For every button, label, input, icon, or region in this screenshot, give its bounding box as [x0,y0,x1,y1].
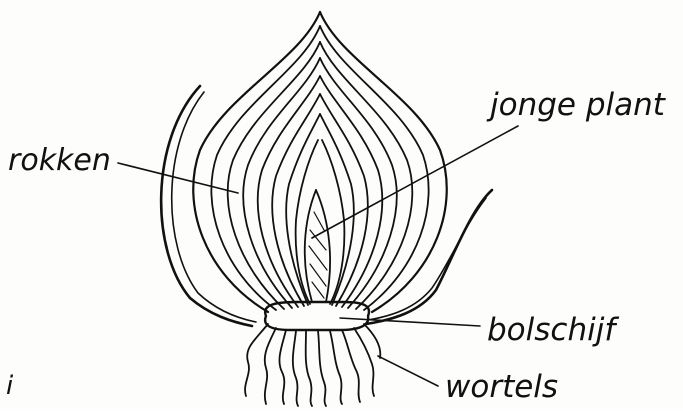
label-young-plant: jonge plant [486,87,667,123]
leader-line-scales [118,163,238,193]
leader-line-roots [378,356,438,386]
leader-line-young-plant [312,126,518,238]
bulb-scales [193,12,446,312]
margin-mark: i [6,371,14,401]
roots-shape [245,324,380,406]
label-basal-plate: bolschijf [487,312,619,348]
label-scales: rokken [8,143,111,178]
leader-line-basal-plate [340,318,480,326]
young-plant-shape [305,190,330,302]
label-roots: wortels [445,369,558,405]
